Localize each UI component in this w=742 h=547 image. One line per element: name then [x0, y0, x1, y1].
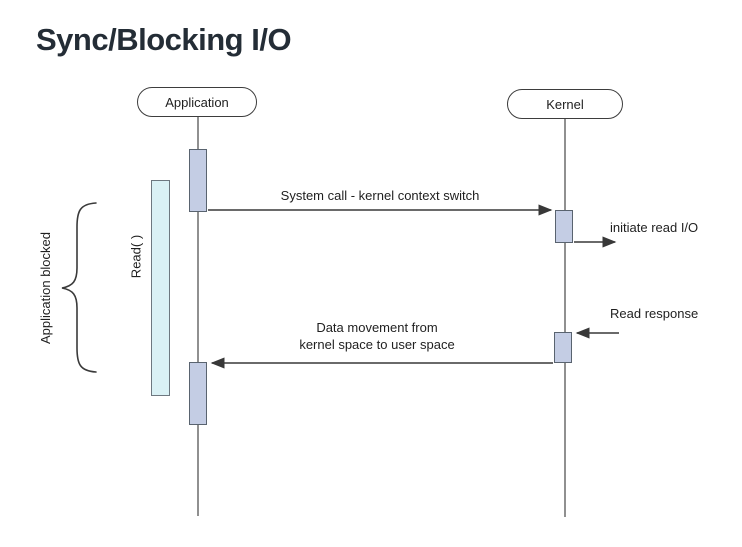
blocked-brace [61, 202, 97, 373]
initiate-read-label: initiate read I/O [610, 220, 699, 235]
kernel-activation-bar-1 [555, 210, 573, 243]
read-call-label: Read( ) [128, 234, 144, 279]
actor-kernel: Kernel [507, 89, 623, 119]
data-movement-label-line2: kernel space to user space [299, 337, 455, 352]
application-activation-bar-1 [189, 149, 207, 212]
actor-application-label: Application [165, 94, 229, 110]
kernel-activation-bar-2 [554, 332, 572, 363]
data-movement-label-line1: Data movement from [316, 320, 438, 335]
page-title: Sync/Blocking I/O [36, 22, 292, 57]
application-activation-bar-2 [189, 362, 207, 425]
read-call-duration-box [151, 180, 170, 396]
data-movement-label: Data movement from kernel space to user … [267, 319, 487, 353]
system-call-label: System call - kernel context switch [280, 188, 480, 203]
read-response-label: Read response [610, 306, 699, 321]
application-blocked-label: Application blocked [37, 231, 53, 345]
actor-kernel-label: Kernel [546, 96, 584, 112]
actor-application: Application [137, 87, 257, 117]
